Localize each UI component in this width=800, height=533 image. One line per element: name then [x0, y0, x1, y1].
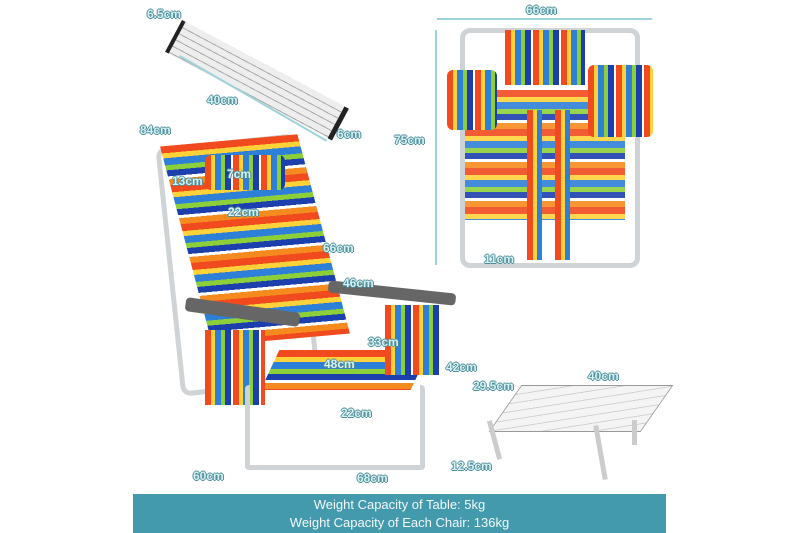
label-folded-width: 66cm [526, 3, 557, 17]
label-seat-width: 48cm [324, 357, 355, 371]
weight-capacity-banner: Weight Capacity of Table: 5kg Weight Cap… [133, 494, 666, 533]
banner-line-chair: Weight Capacity of Each Chair: 136kg [289, 515, 510, 530]
label-table-height: 12.5cm [451, 459, 492, 473]
label-pillow-height: 13cm [172, 174, 203, 188]
label-chair-height: 84cm [140, 123, 171, 137]
label-chair-width: 68cm [357, 471, 388, 485]
label-pillow-inner: 7cm [227, 167, 252, 181]
label-chair-depth: 60cm [193, 469, 224, 483]
label-table-length: 40cm [588, 369, 619, 383]
label-back-length: 66cm [323, 241, 354, 255]
dimension-line [435, 30, 437, 265]
folded-table-image [165, 20, 349, 141]
label-arm-height: 42cm [446, 360, 477, 374]
label-table-folded-length: 40cm [207, 93, 238, 107]
label-table-folded-height: 6.5cm [147, 7, 182, 21]
label-table-width: 29.5cm [473, 379, 514, 393]
label-pillow-width: 22cm [228, 205, 259, 219]
label-folded-height: 75cm [394, 133, 425, 147]
dimension-line [437, 18, 652, 20]
label-table-folded-width: 6cm [337, 127, 362, 141]
label-armrest-length: 46cm [343, 276, 374, 290]
label-folded-thickness: 11cm [484, 252, 515, 266]
banner-line-table: Weight Capacity of Table: 5kg [313, 497, 486, 512]
label-seat-height: 22cm [341, 406, 372, 420]
label-armrest-gap: 33cm [368, 335, 399, 349]
